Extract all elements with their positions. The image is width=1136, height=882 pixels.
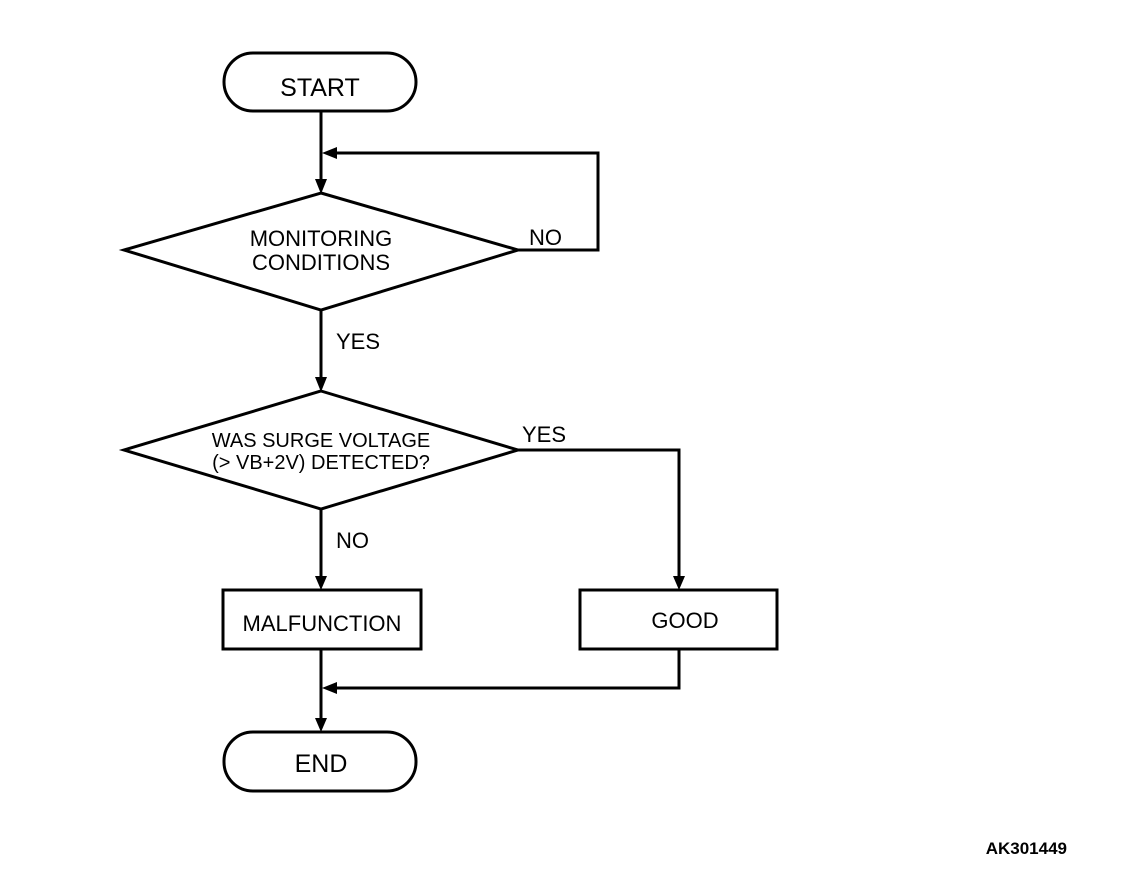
end-label: END: [295, 750, 348, 778]
malfunction-label: MALFUNCTION: [243, 611, 402, 636]
arrowhead-loop-return: [322, 147, 337, 159]
surge-no-label: NO: [336, 528, 369, 553]
connector-good-to-merge: [336, 649, 681, 690]
arrowhead-good-in: [673, 576, 685, 590]
connector-surge-yes: [518, 448, 681, 580]
surge-voltage-line2: (> VB+2V) DETECTED?: [212, 452, 430, 474]
arrowhead-malfunction-in: [315, 576, 327, 590]
arrowhead-monitoring-in: [315, 179, 327, 194]
figure-code: AK301449: [986, 839, 1067, 858]
surge-yes-label: YES: [522, 422, 566, 447]
start-label: START: [280, 74, 360, 102]
connector-monitoring-no-loop: [336, 151, 600, 252]
monitoring-no-label: NO: [529, 225, 562, 250]
arrowhead-surge-in: [315, 377, 327, 392]
monitoring-conditions-line1: MONITORING: [250, 226, 393, 251]
monitoring-yes-label: YES: [336, 329, 380, 354]
monitoring-conditions-line2: CONDITIONS: [252, 250, 390, 275]
arrowhead-merge: [322, 682, 337, 694]
good-box: [578, 588, 779, 651]
surge-voltage-line1: WAS SURGE VOLTAGE: [212, 430, 431, 452]
arrowhead-end-in: [315, 718, 327, 732]
malfunction-box: [221, 588, 423, 651]
good-label: GOOD: [651, 608, 718, 633]
end-terminal: [222, 730, 418, 793]
